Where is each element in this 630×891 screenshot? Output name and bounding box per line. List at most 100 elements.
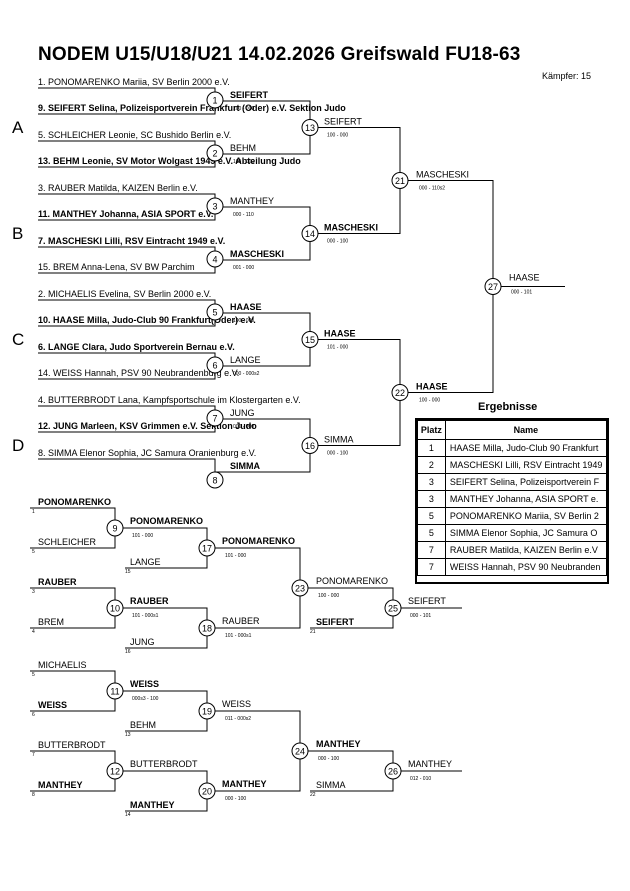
fight-circle (206, 250, 224, 268)
rep-name: SIMMA (316, 780, 346, 790)
fight-circle (384, 762, 402, 780)
results-title: Ergebnisse (478, 401, 538, 413)
fight-circle (106, 599, 124, 617)
rep-name: MANTHEY (38, 780, 83, 790)
rep-name: BUTTERBRODT (38, 740, 106, 750)
fight-circle (206, 303, 224, 321)
fight-circle (291, 742, 309, 760)
result-name: HAASE Milla, Judo-Club 90 Frankfurt (444, 439, 607, 457)
results-header-row: Platz Name (417, 420, 607, 440)
fight-score: 000 - 100 (318, 756, 339, 762)
fight-circle (206, 356, 224, 374)
rep-seed: 21 (310, 629, 316, 635)
fight-circle (206, 471, 224, 489)
rep-winner: WEISS (130, 679, 159, 689)
entry-name: 10. HAASE Milla, Judo-Club 90 Frankfurt(… (38, 315, 256, 325)
bracket-line (38, 458, 216, 472)
bracket-line (310, 339, 401, 446)
bracket-line (400, 180, 494, 393)
bronze-winner: MANTHEY (408, 759, 452, 769)
entry-name: 3. RAUBER Matilda, KAIZEN Berlin e.V. (38, 183, 198, 193)
group-label-a: A (12, 118, 24, 137)
fight-score: 000 - 000s2 (233, 371, 260, 377)
fight-number: 26 (388, 767, 398, 777)
entry-name: 8. SIMMA Elenor Sophia, JC Samura Oranie… (38, 448, 256, 458)
fight-score: 000 - 101 (410, 613, 431, 619)
fight-number: 9 (112, 524, 117, 534)
rep-seed: 1 (32, 509, 35, 515)
fight-winner: HAASE (230, 302, 262, 312)
fight-score: 101 - 000 (132, 533, 153, 539)
fight-number: 7 (212, 414, 217, 424)
result-place: 7 (417, 541, 446, 559)
rep-seed: 4 (32, 629, 35, 635)
fight-score: 011 - 000s2 (225, 716, 251, 722)
fight-number: 8 (212, 476, 217, 486)
bracket-line (115, 690, 208, 732)
group-label-d: D (12, 436, 25, 455)
col-name-header: Name (444, 420, 607, 440)
rep-winner: PONOMARENKO (130, 516, 203, 526)
fight-winner: SIMMA (230, 461, 260, 471)
fight-number: 18 (202, 624, 212, 634)
bracket-line (300, 750, 394, 792)
entry-name: 2. MICHAELIS Evelina, SV Berlin 2000 e.V… (38, 289, 211, 299)
fight-score: 001 - 000 (233, 265, 254, 271)
fight-winner: SIMMA (324, 435, 354, 445)
fight-winner: JUNG (230, 408, 255, 418)
fight-winner: MASCHESKI (230, 249, 284, 259)
result-name: RAUBER Matilda, KAIZEN Berlin e.V (444, 541, 607, 559)
fight-number: 20 (202, 787, 212, 797)
result-place: 2 (417, 456, 446, 474)
fight-score: 101 - 000s1 (132, 613, 159, 619)
fight-number: 25 (388, 604, 398, 614)
fight-score: 000 - 100 (225, 796, 246, 802)
entry-name: 1. PONOMARENKO Mariia, SV Berlin 2000 e.… (38, 77, 230, 87)
rep-seed: 5 (32, 549, 35, 555)
fight-winner: MASCHESKI (324, 223, 378, 233)
fight-number: 12 (110, 767, 120, 777)
result-name: MASCHESKI Lilli, RSV Eintracht 1949 (444, 456, 607, 474)
rep-winner: PONOMARENKO (222, 536, 295, 546)
group-label-b: B (12, 224, 24, 243)
bracket-line (310, 127, 401, 234)
rep-seed: 13 (125, 732, 131, 738)
fight-circle (198, 782, 216, 800)
fight-winner: MASCHESKI (416, 170, 469, 180)
fight-score: 012 - 010 (410, 776, 431, 782)
fight-circle (198, 702, 216, 720)
competitor-count: Kämpfer: 15 (542, 71, 592, 81)
fight-score: 000 - 110s2 (419, 186, 445, 192)
rep-seed: 15 (125, 569, 131, 575)
final-winner: HAASE (509, 273, 540, 283)
rep-winner: MANTHEY (316, 739, 361, 749)
fight-number: 21 (395, 176, 405, 186)
fight-winner: HAASE (324, 329, 356, 339)
rep-name: BEHM (130, 720, 156, 730)
fight-winner: BEHM (230, 143, 256, 153)
bronze-winner: SEIFERT (408, 596, 446, 606)
result-place: 3 (417, 490, 446, 508)
result-place: 7 (417, 558, 446, 576)
fight-circle (206, 144, 224, 162)
rep-name: JUNG (130, 637, 155, 647)
fight-circle (301, 225, 319, 242)
fight-circle (484, 278, 502, 295)
rep-name: BREM (38, 617, 64, 627)
rep-name: SCHLEICHER (38, 537, 97, 547)
fight-number: 1 (212, 96, 217, 106)
fight-winner: MANTHEY (230, 196, 274, 206)
fight-circle (206, 91, 224, 109)
fight-circle (206, 409, 224, 427)
fight-score: 101 - 000 (327, 345, 348, 351)
fight-number: 15 (305, 335, 315, 345)
fight-circle (291, 579, 309, 597)
rep-winner: MANTHEY (222, 779, 267, 789)
fight-number: 19 (202, 707, 212, 717)
